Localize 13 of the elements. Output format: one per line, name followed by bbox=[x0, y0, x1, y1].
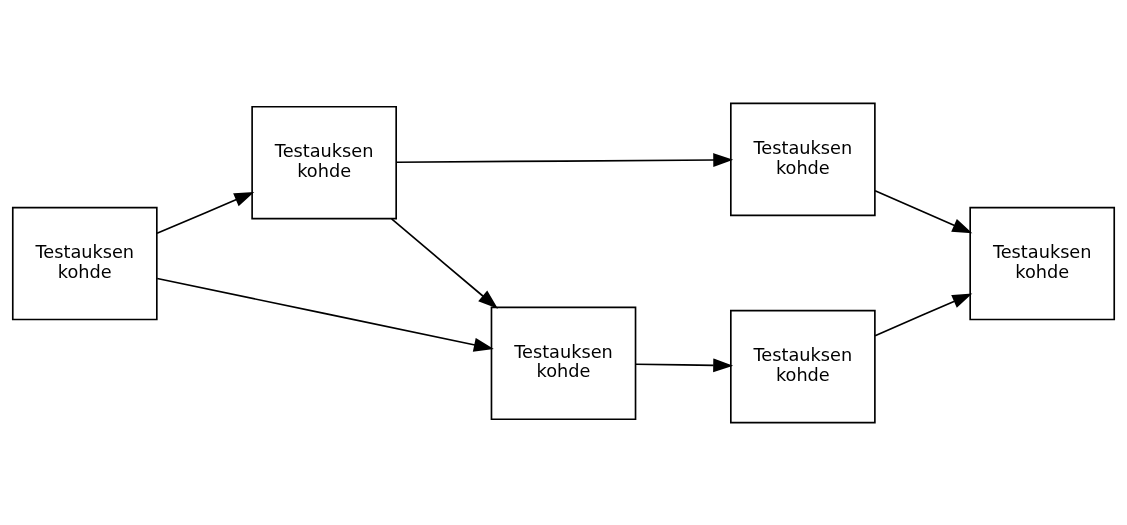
arrow bbox=[874, 292, 973, 336]
arrow bbox=[156, 191, 255, 234]
node-box: Testauksen kohde bbox=[730, 309, 876, 423]
node-box: Testauksen kohde bbox=[969, 206, 1116, 320]
node-box: Testauksen kohde bbox=[11, 206, 158, 320]
arrow bbox=[395, 152, 734, 167]
arrow bbox=[390, 217, 498, 309]
arrow bbox=[156, 277, 494, 352]
node-box: Testauksen kohde bbox=[251, 105, 397, 219]
node-box: Testauksen kohde bbox=[490, 306, 637, 420]
arrow bbox=[634, 357, 734, 372]
arrow bbox=[874, 189, 973, 233]
node-box: Testauksen kohde bbox=[730, 102, 876, 216]
